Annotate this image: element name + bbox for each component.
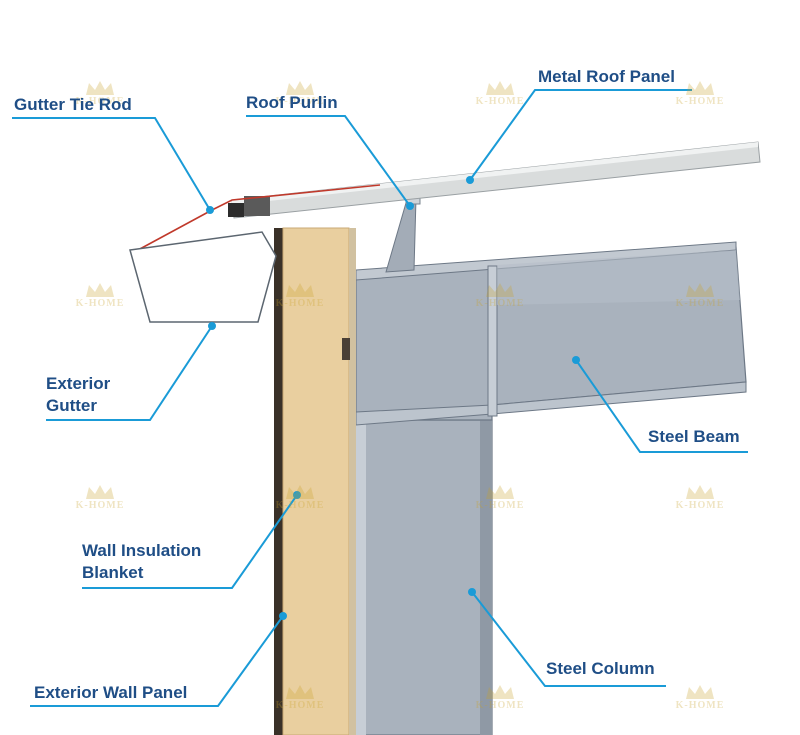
label-roof-purlin: Roof Purlin	[246, 93, 338, 112]
watermark-text: K-HOME	[675, 96, 725, 107]
watermark-logo: K-HOME	[268, 282, 332, 309]
watermark-text: K-HOME	[475, 298, 525, 309]
watermark-text: K-HOME	[675, 298, 725, 309]
watermark-logo: K-HOME	[668, 484, 732, 511]
watermark-logo: K-HOME	[468, 80, 532, 107]
watermark-text: K-HOME	[475, 700, 525, 711]
watermark-logo: K-HOME	[268, 684, 332, 711]
label-gutter-tie-rod: Gutter Tie Rod	[14, 95, 132, 114]
watermark-text: K-HOME	[275, 700, 325, 711]
watermark-logo: K-HOME	[668, 80, 732, 107]
watermark-logo: K-HOME	[468, 484, 532, 511]
label-wall-insulation-line2: Blanket	[82, 563, 144, 582]
watermark-text: K-HOME	[275, 298, 325, 309]
leader-metal-roof-panel	[469, 89, 692, 181]
watermark-logo: K-HOME	[468, 684, 532, 711]
watermark-logo: K-HOME	[68, 282, 132, 309]
watermark-text: K-HOME	[475, 96, 525, 107]
watermark-text: K-HOME	[75, 500, 125, 511]
label-steel-column: Steel Column	[546, 659, 655, 678]
steel-column-body	[355, 419, 493, 735]
watermark-text: K-HOME	[475, 500, 525, 511]
label-wall-insulation-line1: Wall Insulation	[82, 541, 202, 560]
roof-purlin-shape	[385, 191, 421, 273]
watermark-logo: K-HOME	[468, 282, 532, 309]
watermark-logo: K-HOME	[668, 684, 732, 711]
watermark-logo: K-HOME	[668, 282, 732, 309]
metal-roof-panel-shape	[228, 141, 761, 219]
watermark-logo: K-HOME	[68, 484, 132, 511]
watermark-text: K-HOME	[75, 298, 125, 309]
watermark-text: K-HOME	[675, 500, 725, 511]
leader-lines	[12, 89, 748, 707]
leader-steel-column	[471, 591, 666, 687]
leader-dots	[206, 176, 580, 620]
watermark-text: K-HOME	[75, 96, 125, 107]
label-exterior-wall-panel: Exterior Wall Panel	[34, 683, 188, 702]
leader-roof-purlin	[246, 115, 411, 207]
gutter-tie-rod-shape	[137, 184, 381, 251]
leader-steel-beam	[575, 359, 748, 453]
label-steel-beam: Steel Beam	[648, 427, 740, 446]
exterior-gutter-shape	[129, 231, 277, 323]
leader-exterior-gutter	[46, 325, 213, 421]
wall-panel-layers	[274, 227, 356, 735]
leader-exterior-wall-panel	[30, 615, 284, 707]
watermark-text: K-HOME	[675, 700, 725, 711]
watermark-text: K-HOME	[275, 96, 325, 107]
label-exterior-gutter-line2: Gutter	[46, 396, 97, 415]
watermark-text: K-HOME	[275, 500, 325, 511]
watermark-logo: K-HOME	[268, 80, 332, 107]
leader-gutter-tie-rod	[12, 117, 211, 211]
watermark-logo: K-HOME	[268, 484, 332, 511]
watermark-logo: K-HOME	[68, 80, 132, 107]
label-metal-roof-panel: Metal Roof Panel	[538, 67, 675, 86]
leader-wall-insulation	[82, 494, 298, 589]
label-exterior-gutter-line1: Exterior	[46, 374, 111, 393]
